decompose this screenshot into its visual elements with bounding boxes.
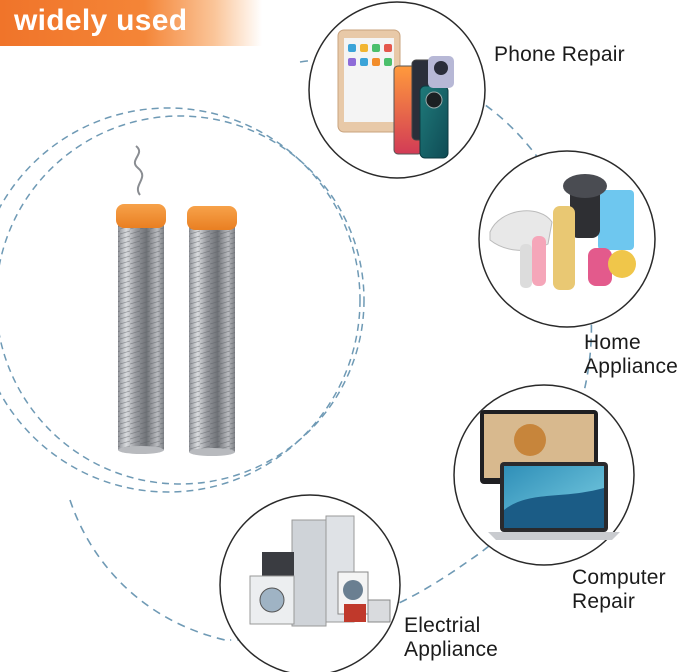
solder-tube-right (187, 206, 237, 456)
label-line: Home (584, 331, 641, 354)
home-appliance-circle (478, 150, 656, 328)
solder-tubes (116, 145, 237, 456)
label-phone-repair: Phone Repair (494, 43, 625, 67)
product-inner-dashed-circle (0, 115, 365, 485)
dashed-connector-line (69, 499, 226, 641)
label-home-appliance: Home Appliance (584, 331, 678, 379)
label-line: Computer (572, 566, 666, 589)
banner-title: widely used (14, 4, 188, 37)
laptop-icon (480, 410, 620, 540)
solder-wire-tip (133, 145, 144, 196)
label-line: Appliance (584, 355, 679, 378)
label-line: Appliance (404, 638, 499, 661)
solder-tube-left (116, 204, 166, 454)
label-line: Electrial (404, 614, 481, 637)
label-line: Phone Repair (494, 43, 625, 66)
label-line: Repair (572, 590, 636, 613)
computer-repair-circle (453, 384, 635, 566)
phone-repair-circle (308, 1, 486, 179)
product-outer-dashed-circle (0, 107, 361, 493)
label-electrical-appliance: Electrial Appliance (404, 614, 498, 662)
electrical-appliance-circle (219, 494, 401, 672)
phone-tablet-icon (337, 29, 454, 159)
electrical-appliance-icon (249, 515, 391, 627)
widely-used-banner: widely used (0, 0, 262, 46)
label-computer-repair: Computer Repair (572, 566, 666, 614)
home-appliance-icon (489, 174, 636, 290)
